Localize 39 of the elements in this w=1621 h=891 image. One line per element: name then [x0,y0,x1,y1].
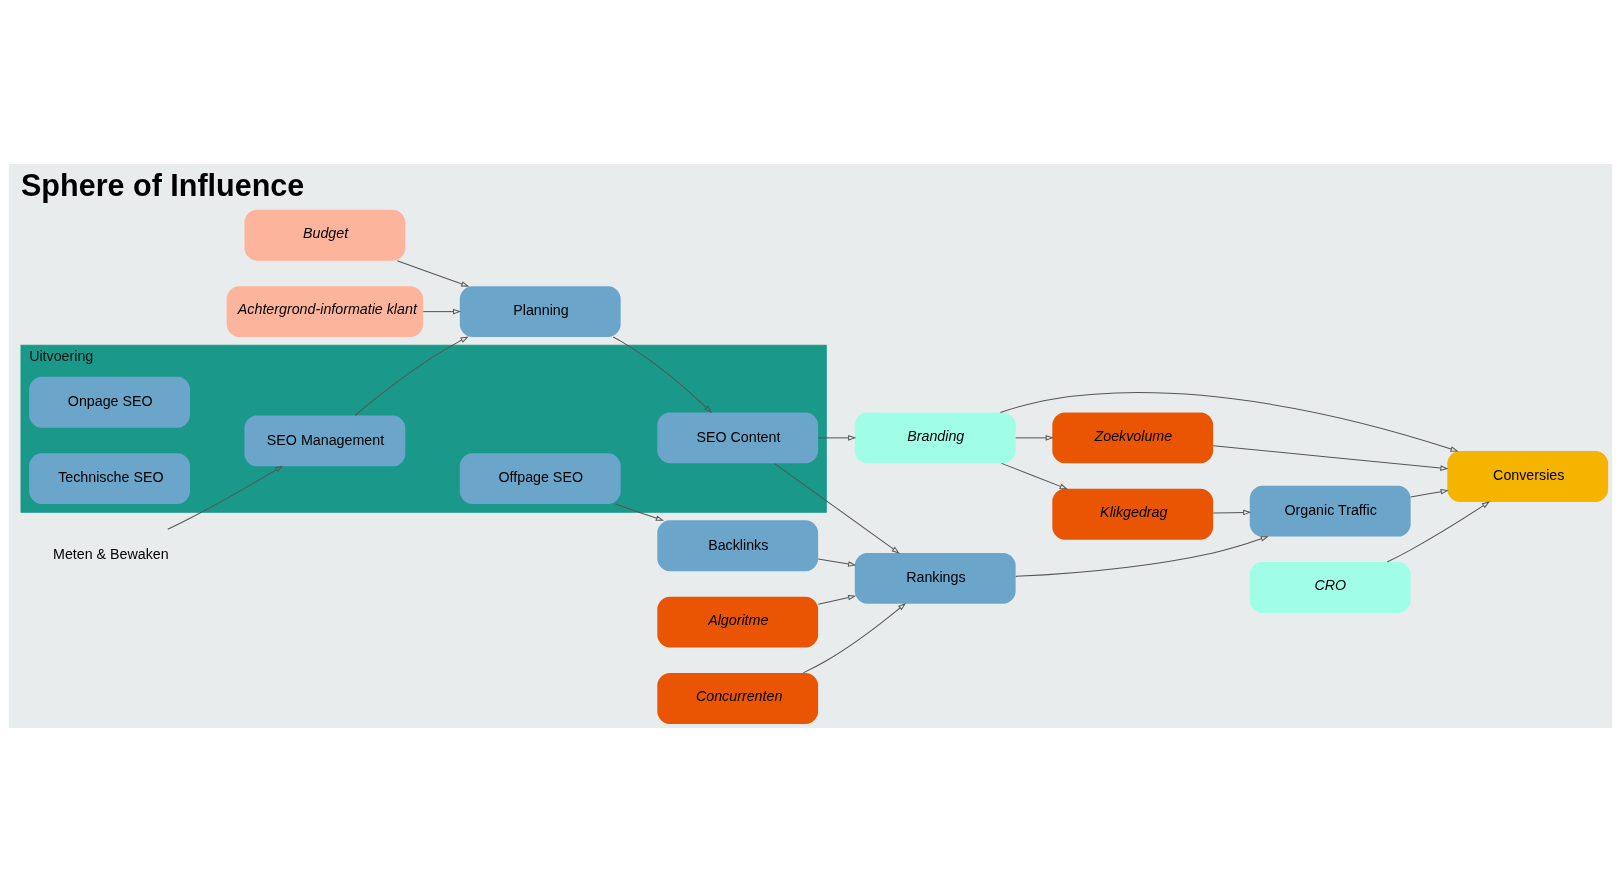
arrow [354,336,469,416]
node-box: SEO Management [244,414,406,466]
arrow [817,434,857,441]
node-box: Klikgedrag [1052,488,1214,540]
node-box: Technische SEO [29,452,190,504]
node-box: Rankings [854,552,1016,604]
arrow [422,308,462,314]
arrow [802,602,907,673]
node-box: Zoekvolume [1052,411,1214,463]
node-box: Achtergrond-informatie klant [226,285,424,337]
node-box: Planning [459,285,621,337]
node-box: Concurrenten [657,672,819,724]
arrow [1212,444,1449,471]
arrow [999,391,1459,452]
arrow [774,462,900,554]
arrow [612,336,713,413]
arrow [1001,462,1068,489]
node-box: CRO [1249,561,1411,613]
arrow [1410,488,1449,498]
node-box: Offpage SEO [459,452,621,504]
node-box: Organic Traffic [1249,485,1411,537]
node-box: Algoritme [657,596,819,648]
arrow [817,558,857,567]
arrow [1015,434,1054,441]
node-box: Onpage SEO [29,376,190,428]
node-box: SEO Content [657,411,819,463]
arrow [1015,535,1269,577]
node-box: Conversies [1447,450,1609,502]
arrow [1386,500,1490,562]
node-box: Branding [854,411,1016,463]
diagram-title: Sphere of Influence [21,167,305,202]
node-box: Backlinks [657,519,819,571]
node-box: Budget [244,209,406,261]
arrow [817,594,857,605]
arrow [396,259,470,287]
arrow [1212,509,1252,515]
arrow [167,465,284,530]
node-text: Meten & Bewaken [53,545,169,562]
arrow [614,503,665,521]
